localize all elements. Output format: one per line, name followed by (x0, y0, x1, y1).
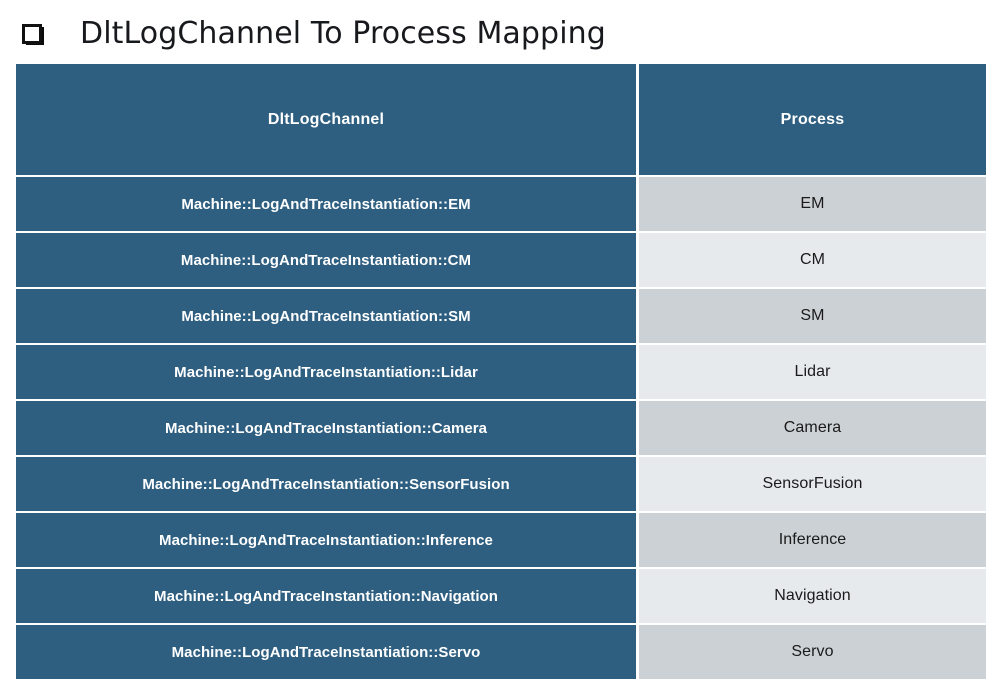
table-row: Machine::LogAndTraceInstantiation::Camer… (16, 401, 986, 455)
cell-channel: Machine::LogAndTraceInstantiation::EM (16, 177, 636, 231)
cell-process: EM (639, 177, 986, 231)
slide-title-row: DltLogChannel To Process Mapping (22, 12, 606, 56)
column-header-process: Process (639, 64, 986, 175)
page-title: DltLogChannel To Process Mapping (80, 16, 606, 51)
table-header-row: DltLogChannel Process (16, 64, 986, 175)
cell-channel: Machine::LogAndTraceInstantiation::Lidar (16, 345, 636, 399)
cell-process: SM (639, 289, 986, 343)
table-row: Machine::LogAndTraceInstantiation::Infer… (16, 513, 986, 567)
cell-process: CM (639, 233, 986, 287)
cell-channel: Machine::LogAndTraceInstantiation::Navig… (16, 569, 636, 623)
column-header-dltlogchannel: DltLogChannel (16, 64, 636, 175)
table-row: Machine::LogAndTraceInstantiation::Servo… (16, 625, 986, 679)
table-row: Machine::LogAndTraceInstantiation::Navig… (16, 569, 986, 623)
cell-channel: Machine::LogAndTraceInstantiation::Camer… (16, 401, 636, 455)
cell-process: Inference (639, 513, 986, 567)
table-row: Machine::LogAndTraceInstantiation::Lidar… (16, 345, 986, 399)
dltlogchannel-to-process-table: DltLogChannel Process Machine::LogAndTra… (13, 62, 989, 681)
cell-channel: Machine::LogAndTraceInstantiation::Infer… (16, 513, 636, 567)
cell-process: Camera (639, 401, 986, 455)
mapping-table-container: DltLogChannel Process Machine::LogAndTra… (13, 62, 986, 681)
cell-process: Lidar (639, 345, 986, 399)
cell-channel: Machine::LogAndTraceInstantiation::Senso… (16, 457, 636, 511)
cell-channel: Machine::LogAndTraceInstantiation::CM (16, 233, 636, 287)
cell-process: Navigation (639, 569, 986, 623)
table-header: DltLogChannel Process (16, 64, 986, 175)
cell-process: Servo (639, 625, 986, 679)
square-box-bullet-icon (22, 24, 44, 46)
table-row: Machine::LogAndTraceInstantiation::Senso… (16, 457, 986, 511)
cell-process: SensorFusion (639, 457, 986, 511)
cell-channel: Machine::LogAndTraceInstantiation::Servo (16, 625, 636, 679)
cell-channel: Machine::LogAndTraceInstantiation::SM (16, 289, 636, 343)
